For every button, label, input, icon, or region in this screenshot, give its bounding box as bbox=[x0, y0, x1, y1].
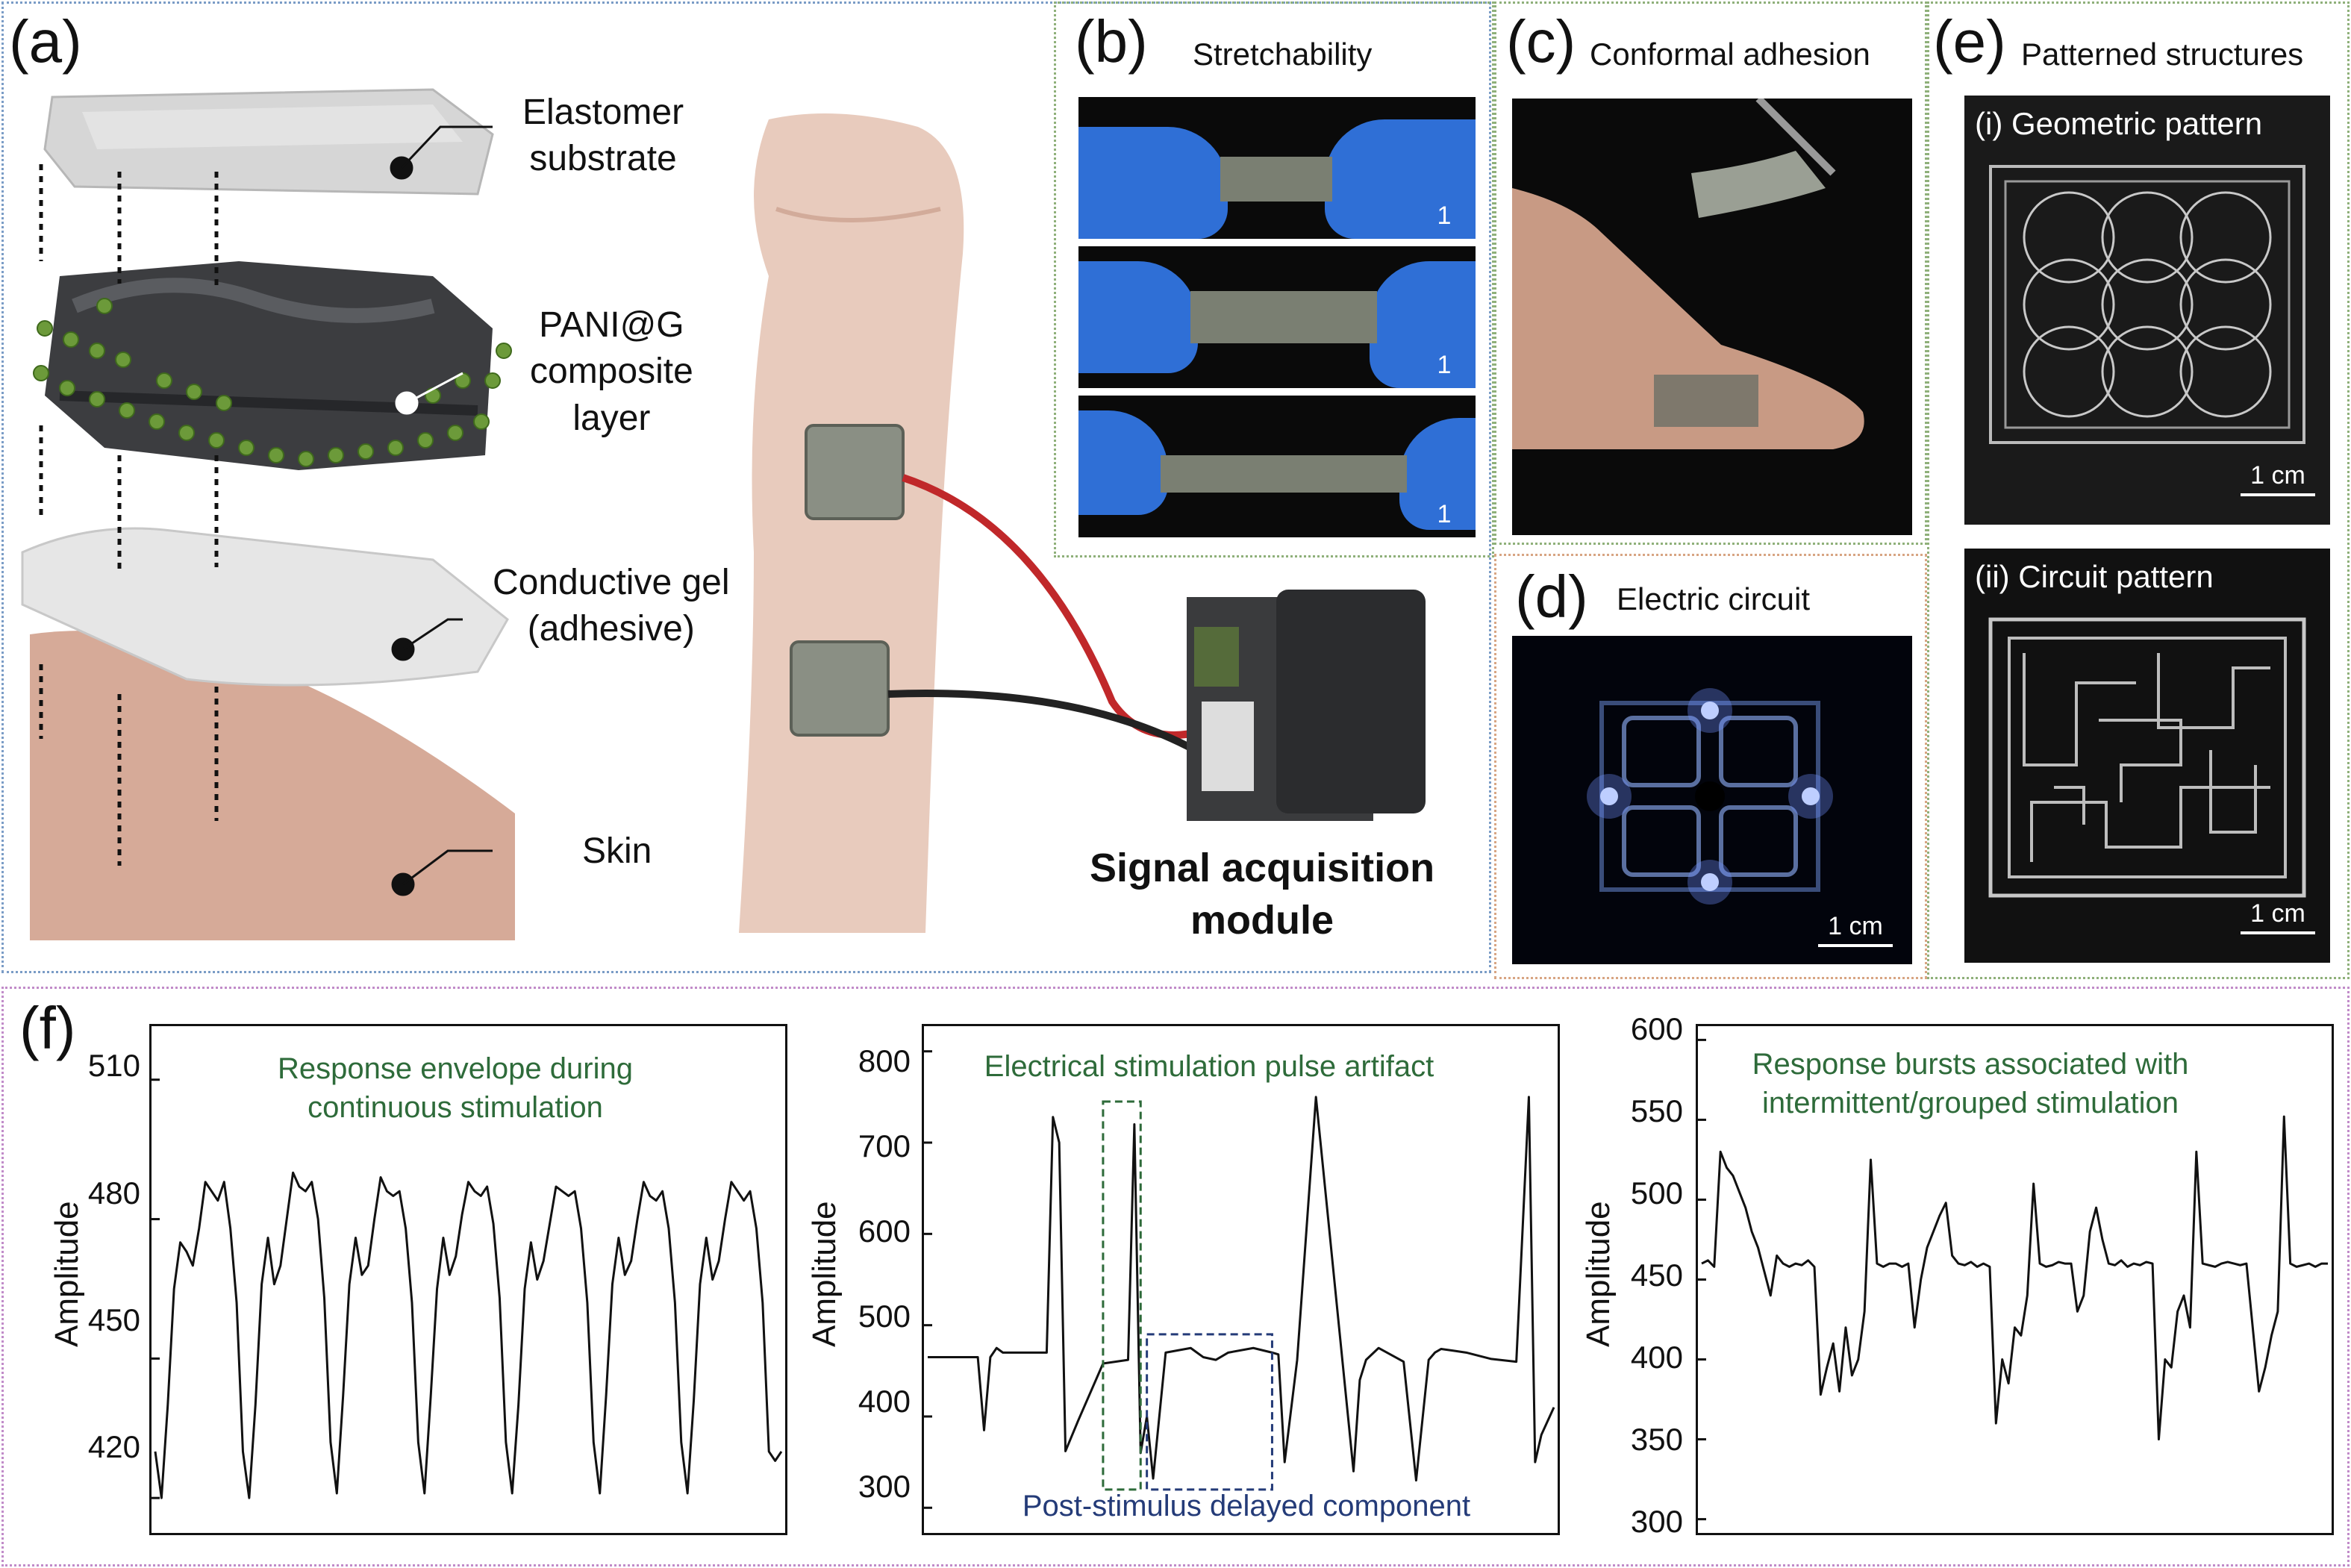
panel-a-border bbox=[1, 1, 1491, 973]
chart-2-annotation-top: Electrical stimulation pulse artifact bbox=[984, 1050, 1434, 1083]
chart-3-ytick: 550 bbox=[1630, 1093, 1683, 1128]
label-gel: Conductive gel(adhesive) bbox=[493, 563, 730, 649]
alignment-arrows bbox=[39, 164, 219, 866]
chart-3-ytick: 450 bbox=[1630, 1258, 1683, 1293]
scalebar-b1: 1 cm bbox=[1418, 202, 1470, 239]
chart-3-frame bbox=[1696, 1024, 2334, 1535]
chart-3-series-line bbox=[1701, 1115, 2328, 1441]
chart-1-ytick: 510 bbox=[87, 1048, 140, 1083]
chart-2-ytick: 600 bbox=[858, 1214, 911, 1249]
wire-black bbox=[887, 690, 1204, 758]
chart-3-ytick: 300 bbox=[1630, 1504, 1683, 1539]
chart-2-ytick: 300 bbox=[858, 1469, 911, 1504]
chart-1-ytick: 480 bbox=[87, 1175, 140, 1211]
chart-2-plot bbox=[922, 1050, 1555, 1509]
geometric-pattern-label: (i) Geometric pattern bbox=[1975, 106, 2263, 141]
panel-c-border bbox=[1494, 1, 1927, 545]
acquisition-module bbox=[1187, 590, 1426, 821]
panel-d-letter: (d) bbox=[1515, 563, 1588, 630]
chart-3-plot bbox=[1696, 1038, 2328, 1521]
chart-2-ytick: 500 bbox=[858, 1299, 911, 1334]
layer-stack-illustration bbox=[21, 88, 515, 940]
chart-1-ytick: 420 bbox=[87, 1429, 140, 1464]
chart-3-ytick: 600 bbox=[1630, 1011, 1683, 1046]
panel-e-border bbox=[1927, 1, 2350, 979]
skin-layer bbox=[30, 631, 515, 940]
chart-2-ytick: 800 bbox=[858, 1043, 911, 1078]
panel-d-border bbox=[1494, 554, 1927, 979]
panel-c-title: Conformal adhesion bbox=[1590, 37, 1870, 72]
circuit-pattern-photo: (ii) Circuit pattern 1 cm bbox=[1964, 549, 2330, 963]
panel-b-letter: (b) bbox=[1075, 8, 1148, 75]
chart-1-plot bbox=[149, 1078, 783, 1499]
scalebar-d: 1 cm bbox=[1818, 912, 1893, 947]
panel-f-border bbox=[1, 987, 2350, 1567]
circuit-photo: 1 cm bbox=[1512, 636, 1912, 964]
forearm bbox=[739, 113, 964, 933]
label-leaders bbox=[390, 125, 493, 896]
chart-2-ytick: 700 bbox=[858, 1128, 911, 1163]
panel-d-title: Electric circuit bbox=[1617, 581, 1811, 616]
arm-illustration bbox=[739, 113, 1426, 933]
panel-f-letter: (f) bbox=[19, 995, 76, 1061]
chart-2-series-line bbox=[928, 1096, 1555, 1482]
chart-1-series-line bbox=[154, 1171, 783, 1499]
stretch-photo-1: 1 cm bbox=[1078, 97, 1476, 239]
scalebar-b3: 1 cm bbox=[1418, 500, 1470, 537]
electrode-1 bbox=[805, 424, 905, 520]
chart-3-ytick: 350 bbox=[1630, 1422, 1683, 1457]
panel-e-title: Patterned structures bbox=[2021, 37, 2304, 72]
graphene-spheres bbox=[33, 298, 512, 467]
stimulus-artifact-box bbox=[1102, 1100, 1142, 1491]
electrode-2 bbox=[790, 640, 890, 737]
geometric-pattern-photo: (i) Geometric pattern 1 cm bbox=[1964, 96, 2330, 525]
fist-fold bbox=[775, 207, 941, 222]
delayed-component-box bbox=[1146, 1333, 1273, 1491]
panel-b-title: Stretchability bbox=[1193, 37, 1373, 72]
chart-2-ytick: 400 bbox=[858, 1384, 911, 1419]
stretch-photo-2: 1 cm bbox=[1078, 246, 1476, 388]
stretch-photo-3: 1 cm bbox=[1078, 396, 1476, 537]
panel-b-border bbox=[1054, 1, 1494, 557]
label-skin: Skin bbox=[582, 831, 652, 871]
chart-2-frame bbox=[922, 1024, 1560, 1535]
panel-a-letter: (a) bbox=[9, 8, 82, 75]
gel-layer bbox=[21, 527, 509, 687]
finger-photo bbox=[1512, 99, 1912, 535]
chart-2-annotation-bottom: Post-stimulus delayed component bbox=[1022, 1490, 1471, 1522]
chart-3-ytick: 500 bbox=[1630, 1175, 1683, 1211]
panel-c-letter: (c) bbox=[1506, 8, 1576, 75]
scalebar-b2: 1 cm bbox=[1418, 351, 1470, 388]
panel-e-letter: (e) bbox=[1933, 8, 2006, 75]
chart-1-frame bbox=[149, 1024, 787, 1535]
chart-1-ytick: 450 bbox=[87, 1302, 140, 1337]
scalebar-e1: 1 cm bbox=[2241, 461, 2315, 496]
chart-3-ytick: 400 bbox=[1630, 1340, 1683, 1375]
circuit-pattern-label: (ii) Circuit pattern bbox=[1975, 559, 2214, 594]
scalebar-e2: 1 cm bbox=[2241, 899, 2315, 934]
